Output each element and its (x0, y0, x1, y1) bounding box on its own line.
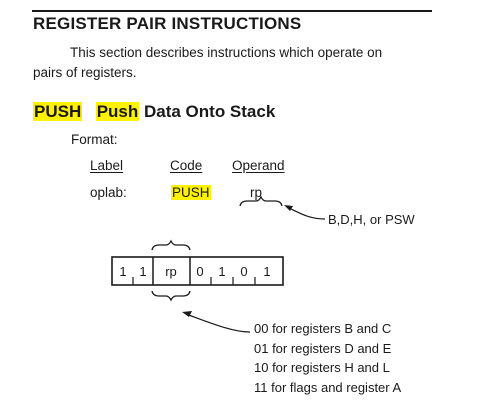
field-brace-top (151, 239, 191, 251)
register-pair-field: rp (165, 264, 177, 279)
instruction-heading: PUSH Push Data Onto Stack (33, 102, 275, 122)
operand-arrowhead (284, 205, 293, 211)
column-header-code: Code (170, 158, 203, 173)
operand-brace (239, 195, 283, 207)
row-operand: rp (250, 185, 263, 200)
intro-line-1: This section describes instructions whic… (70, 45, 383, 60)
row-code: PUSH (171, 185, 211, 200)
encoding-arrowhead (182, 311, 192, 317)
row-label: oplab: (90, 185, 127, 200)
bit-2: 1 (218, 264, 225, 279)
bit-0: 1 (263, 264, 270, 279)
instruction-name-rest: Data Onto Stack (139, 102, 276, 121)
encoding-item: 11 for flags and register A (254, 379, 402, 395)
field-brace-bottom (151, 290, 191, 302)
column-header-operand: Operand (232, 158, 285, 173)
column-header-label: Label (90, 158, 124, 173)
format-label: Format: (71, 132, 118, 147)
top-rule (32, 10, 432, 12)
encoding-item: 10 for registers H and L (254, 360, 390, 375)
instruction-name-highlight: Push (95, 102, 140, 121)
bit-6: 1 (139, 264, 146, 279)
encoding-item: 01 for registers D and E (254, 340, 392, 356)
encoding-item: 00 for registers B and C (254, 321, 392, 336)
instruction-mnemonic: PUSH (33, 102, 83, 121)
operand-arrow-line (286, 206, 326, 220)
bit-1: 0 (240, 264, 247, 279)
operand-values-note: B,D,H, or PSW (328, 212, 415, 227)
bit-7: 1 (119, 264, 126, 279)
encoding-arrow-line (185, 313, 251, 333)
row-code-highlight: PUSH (171, 185, 211, 200)
section-title: REGISTER PAIR INSTRUCTIONS (33, 14, 302, 33)
bit-3: 0 (196, 264, 203, 279)
intro-line-2: pairs of registers. (33, 65, 137, 80)
register-encoding-list: 00 for registers B and C 01 for register… (254, 319, 401, 397)
opcode-box (111, 256, 284, 286)
